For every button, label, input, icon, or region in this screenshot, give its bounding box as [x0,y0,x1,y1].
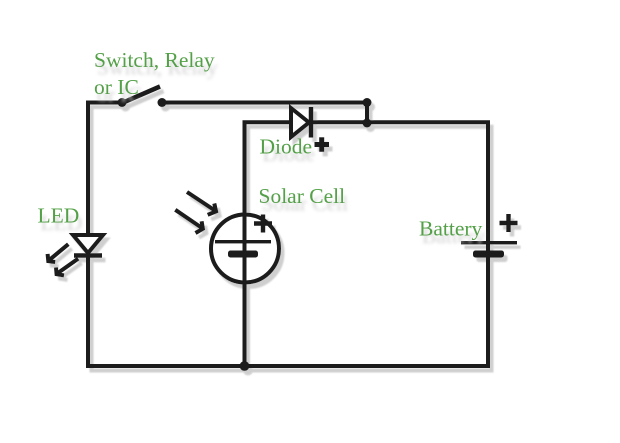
svg-text:Diode: Diode [260,134,313,158]
svg-text:Switch, Relay: Switch, Relay [94,48,215,72]
svg-text:or IC: or IC [94,75,139,99]
svg-text:LED: LED [38,204,80,228]
svg-text:Battery: Battery [419,217,483,241]
svg-text:Solar Cell: Solar Cell [259,184,346,208]
